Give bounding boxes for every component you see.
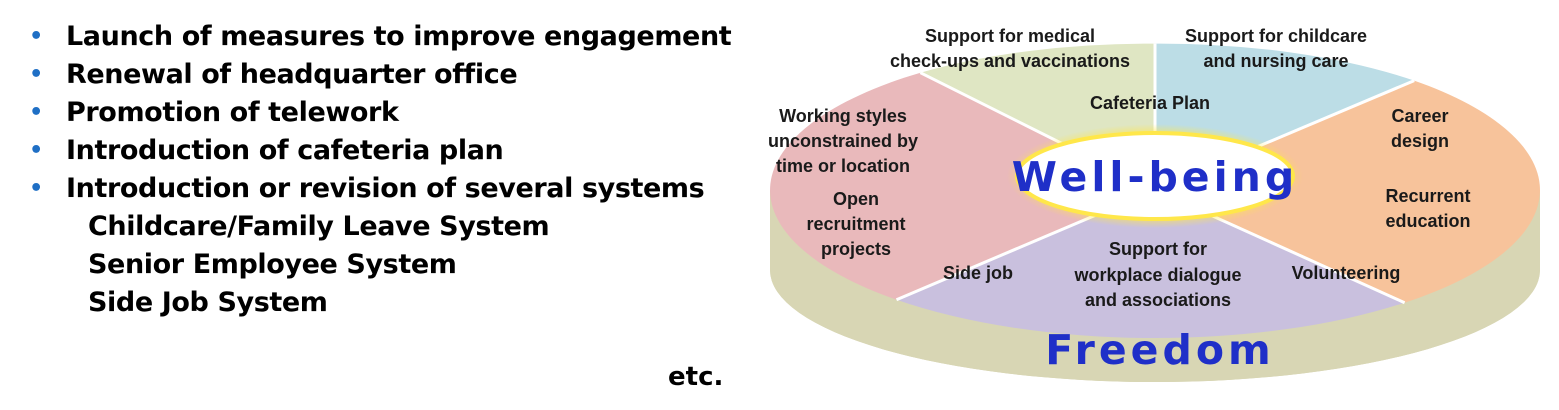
list-item: • Launch of measures to improve engagemen… [26, 18, 732, 56]
label-dialogue-1: Support for [1109, 239, 1207, 259]
sub-list-item: Side Job System [88, 287, 328, 318]
sub-list-item: Senior Employee System [88, 249, 457, 280]
label-medical-2: check-ups and vaccinations [890, 51, 1130, 71]
label-cafeteria: Cafeteria Plan [1090, 93, 1210, 113]
label-recurrent-1: Recurrent [1385, 186, 1470, 206]
label-childcare-1: Support for childcare [1185, 26, 1367, 46]
bullet-text: Introduction or revision of several syst… [66, 173, 705, 204]
bullet-text: Renewal of headquarter office [66, 59, 518, 90]
initiatives-list: • Launch of measures to improve engagemen… [26, 18, 732, 322]
bullet-icon: • [29, 138, 43, 163]
bullet-text: Introduction of cafeteria plan [66, 135, 504, 166]
freedom-title: Freedom [1045, 326, 1274, 374]
label-recurrent-2: education [1385, 211, 1470, 231]
sub-list-item: Childcare/Family Leave System [88, 211, 550, 242]
list-item: • Introduction of cafeteria plan [26, 132, 731, 170]
list-item: • Introduction or revision of several sys… [26, 170, 731, 208]
sector-purple [896, 190, 1405, 339]
label-working-2: unconstrained by [768, 131, 918, 151]
label-medical-1: Support for medical [925, 26, 1095, 46]
etc-text: etc. [668, 362, 724, 392]
label-career-1: Career [1391, 106, 1448, 126]
bullet-icon: • [29, 100, 43, 125]
label-side-job: Side job [943, 263, 1013, 283]
bullet-icon: • [29, 24, 43, 49]
label-childcare-2: and nursing care [1203, 51, 1348, 71]
list-item: • Renewal of headquarter office [26, 56, 731, 94]
label-career-2: design [1391, 131, 1449, 151]
label-volunteering: Volunteering [1292, 263, 1401, 283]
bullet-icon: • [29, 176, 43, 201]
sector-pink [770, 72, 1155, 300]
label-open-3: projects [821, 239, 891, 259]
label-working-3: time or location [776, 156, 910, 176]
bullet-text: Launch of measures to improve engagement [66, 21, 732, 52]
bullet-text: Promotion of telework [66, 97, 399, 128]
center-ellipse [1015, 131, 1295, 221]
sector-orange [1155, 80, 1540, 303]
label-dialogue-2: workplace dialogue [1073, 265, 1241, 285]
label-working-1: Working styles [779, 106, 907, 126]
bullet-icon: • [29, 62, 43, 87]
well-being-title: Well-being [1012, 153, 1298, 201]
list-item: • Promotion of telework [26, 94, 731, 132]
label-dialogue-3: and associations [1085, 290, 1231, 310]
label-open-1: Open [833, 189, 879, 209]
label-open-2: recruitment [806, 214, 905, 234]
